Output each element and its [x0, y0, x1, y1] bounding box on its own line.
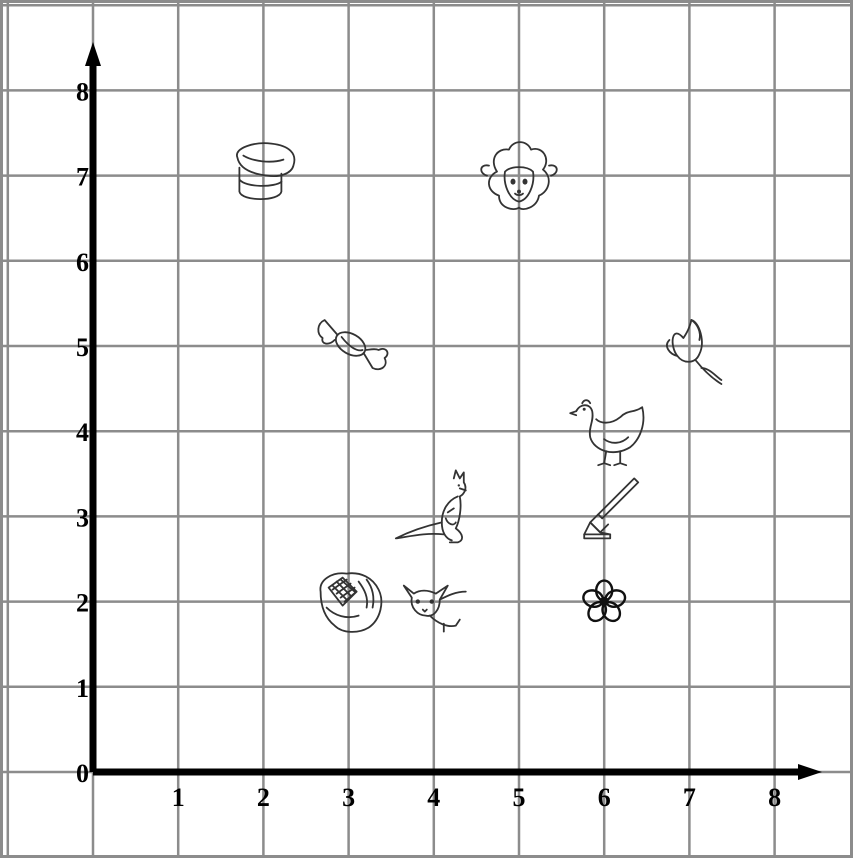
x-tick-label: 5 [513, 783, 526, 812]
y-tick-label: 1 [76, 674, 89, 703]
x-tick-label: 6 [598, 783, 611, 812]
tick-labels: 0 1 2 3 4 5 6 7 8 1 2 3 4 5 6 7 8 [76, 77, 781, 812]
x-axis-arrow [798, 764, 822, 780]
x-tick-label: 1 [172, 783, 185, 812]
x-tick-label: 8 [768, 783, 781, 812]
x-tick-label: 2 [257, 783, 270, 812]
plotted-items [237, 142, 721, 632]
tulip-icon [667, 320, 721, 384]
axes [85, 42, 822, 780]
y-axis-arrow [85, 42, 101, 66]
y-tick-label: 7 [76, 163, 89, 192]
kangaroo-icon [396, 470, 466, 542]
hoe-icon [584, 478, 638, 538]
y-tick-label: 2 [76, 589, 89, 618]
y-tick-label: 0 [76, 759, 89, 788]
y-tick-label: 5 [76, 333, 89, 362]
x-tick-label: 4 [427, 783, 440, 812]
y-tick-label: 3 [76, 503, 89, 532]
y-tick-label: 6 [76, 248, 89, 277]
x-tick-label: 7 [683, 783, 696, 812]
candy-icon [318, 320, 387, 369]
y-tick-label: 4 [76, 418, 89, 447]
marshmallow-icon [237, 143, 294, 199]
x-tick-label: 3 [342, 783, 355, 812]
chicken-icon [570, 400, 643, 465]
y-tick-label: 8 [76, 77, 89, 106]
